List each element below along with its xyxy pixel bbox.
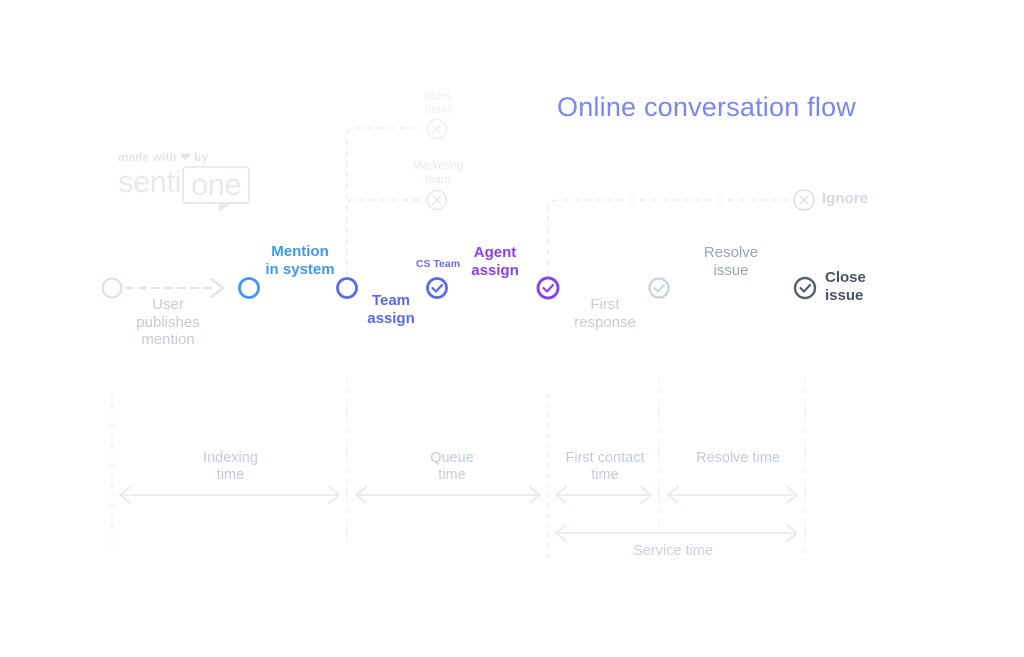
timeband-arrow-queue-time: [355, 486, 541, 504]
made-with-suffix: by: [194, 152, 209, 164]
timeband-arrow-resolve-time: [667, 486, 798, 504]
node-mention-in-system[interactable]: [238, 277, 260, 299]
page-title: Online conversation flow: [557, 92, 856, 122]
node-sales-team[interactable]: [426, 118, 448, 140]
node-label-agent-assign: Agent assign: [471, 244, 519, 279]
sentione-logo: senti one: [118, 164, 278, 213]
heart-icon: ❤: [180, 150, 191, 164]
node-team-assign[interactable]: [336, 277, 358, 299]
node-ignore[interactable]: [793, 189, 815, 211]
logo-text-senti: senti: [118, 164, 181, 199]
timeband-label-queue-time: Queue time: [430, 450, 474, 484]
timeband-label-service-time: Service time: [633, 543, 713, 559]
node-marketing-team[interactable]: [426, 189, 448, 211]
node-label-close-issue: Close issue: [825, 269, 866, 304]
branch-path-sales-team: [346, 127, 424, 288]
node-label-cs-team: CS Team: [415, 258, 461, 270]
node-label-first-response: First response: [574, 296, 636, 331]
branch-label-sales-team: Sales team: [423, 90, 453, 116]
timeband-label-first-contact-time: First contact time: [565, 450, 645, 484]
timeband-label-indexing-time: Indexing time: [203, 450, 258, 484]
logo-text-one: one: [190, 167, 242, 202]
timeband-arrow-indexing-time: [119, 486, 340, 504]
timeband-dividers: [111, 379, 806, 560]
branch-label-marketing-team: Marketing team: [412, 160, 464, 186]
timeband-arrow-first-contact-time: [555, 486, 652, 504]
made-with-prefix: made with: [118, 152, 177, 164]
node-label-user-publishes: User publishes mention: [136, 296, 200, 349]
made-with-text: made with ❤ by: [118, 150, 278, 164]
node-close-issue[interactable]: [793, 276, 817, 300]
logo-speech-bubble: one: [181, 166, 251, 213]
node-first-response[interactable]: [648, 277, 670, 299]
node-label-mention-in-system: Mention in system: [265, 243, 335, 278]
node-agent-assign[interactable]: [536, 276, 560, 300]
timeband-arrow-service-time: [555, 524, 798, 542]
entry-dashed-arrow: [124, 277, 225, 299]
node-user-publishes[interactable]: [101, 277, 123, 299]
node-cs-team[interactable]: [426, 277, 448, 299]
timeband-label-resolve-time: Resolve time: [696, 450, 780, 466]
branch-label-ignore: Ignore: [822, 190, 868, 207]
node-label-resolve-issue: Resolve issue: [703, 244, 759, 279]
branding-block: made with ❤ by senti one: [118, 150, 278, 213]
branch-path-ignore: [547, 199, 792, 288]
node-label-team-assign: Team assign: [367, 292, 415, 327]
